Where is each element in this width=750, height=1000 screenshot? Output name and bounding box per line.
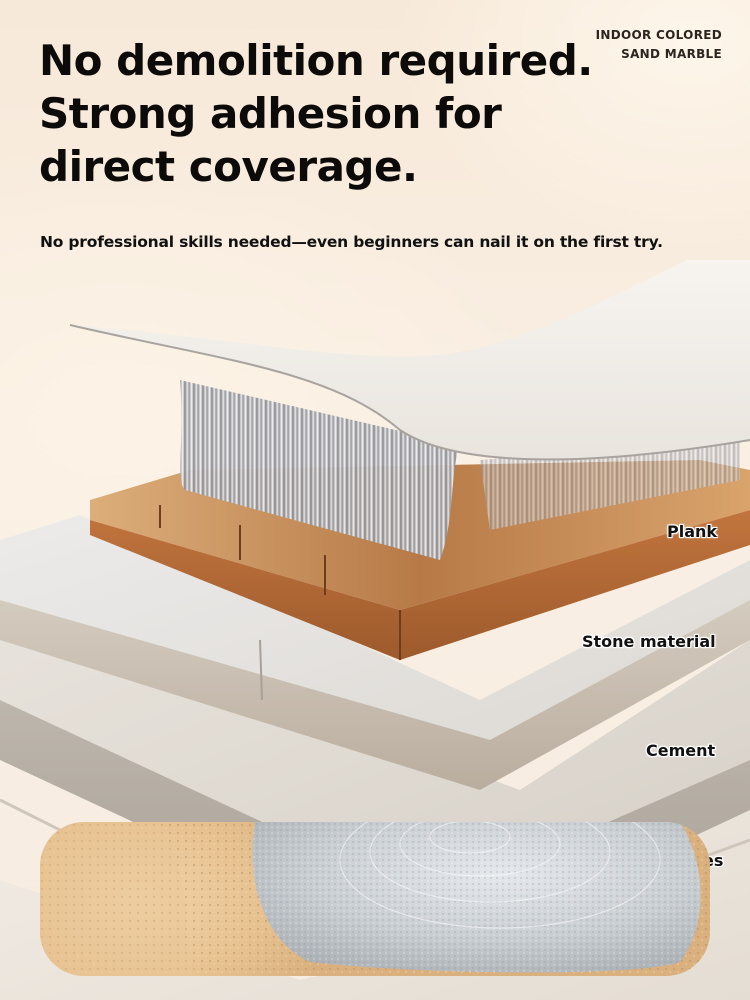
brand-line-1: INDOOR COLORED <box>595 28 722 42</box>
headline: No demolition required. Strong adhesion … <box>39 34 593 193</box>
stone-top <box>0 515 750 760</box>
layer-label-cement: Cement <box>646 741 716 760</box>
sand-coating-closeup <box>40 822 710 976</box>
brand-tag: INDOOR COLORED SAND MARBLE <box>596 26 722 64</box>
layer-label-stone: Stone material <box>582 632 716 651</box>
stone-side <box>0 600 750 790</box>
closeup-inset <box>40 822 710 976</box>
headline-line-2: Strong adhesion for <box>39 89 502 138</box>
headline-line-1: No demolition required. <box>39 36 593 85</box>
subheadline: No professional skills needed—even begin… <box>40 233 663 251</box>
brand-line-2: SAND MARBLE <box>621 47 722 61</box>
adhesive-strands <box>180 380 460 560</box>
headline-line-3: direct coverage. <box>39 142 418 191</box>
layer-label-plank: Plank <box>667 522 718 541</box>
coating-sheet <box>70 260 750 460</box>
plank-side <box>90 510 750 660</box>
